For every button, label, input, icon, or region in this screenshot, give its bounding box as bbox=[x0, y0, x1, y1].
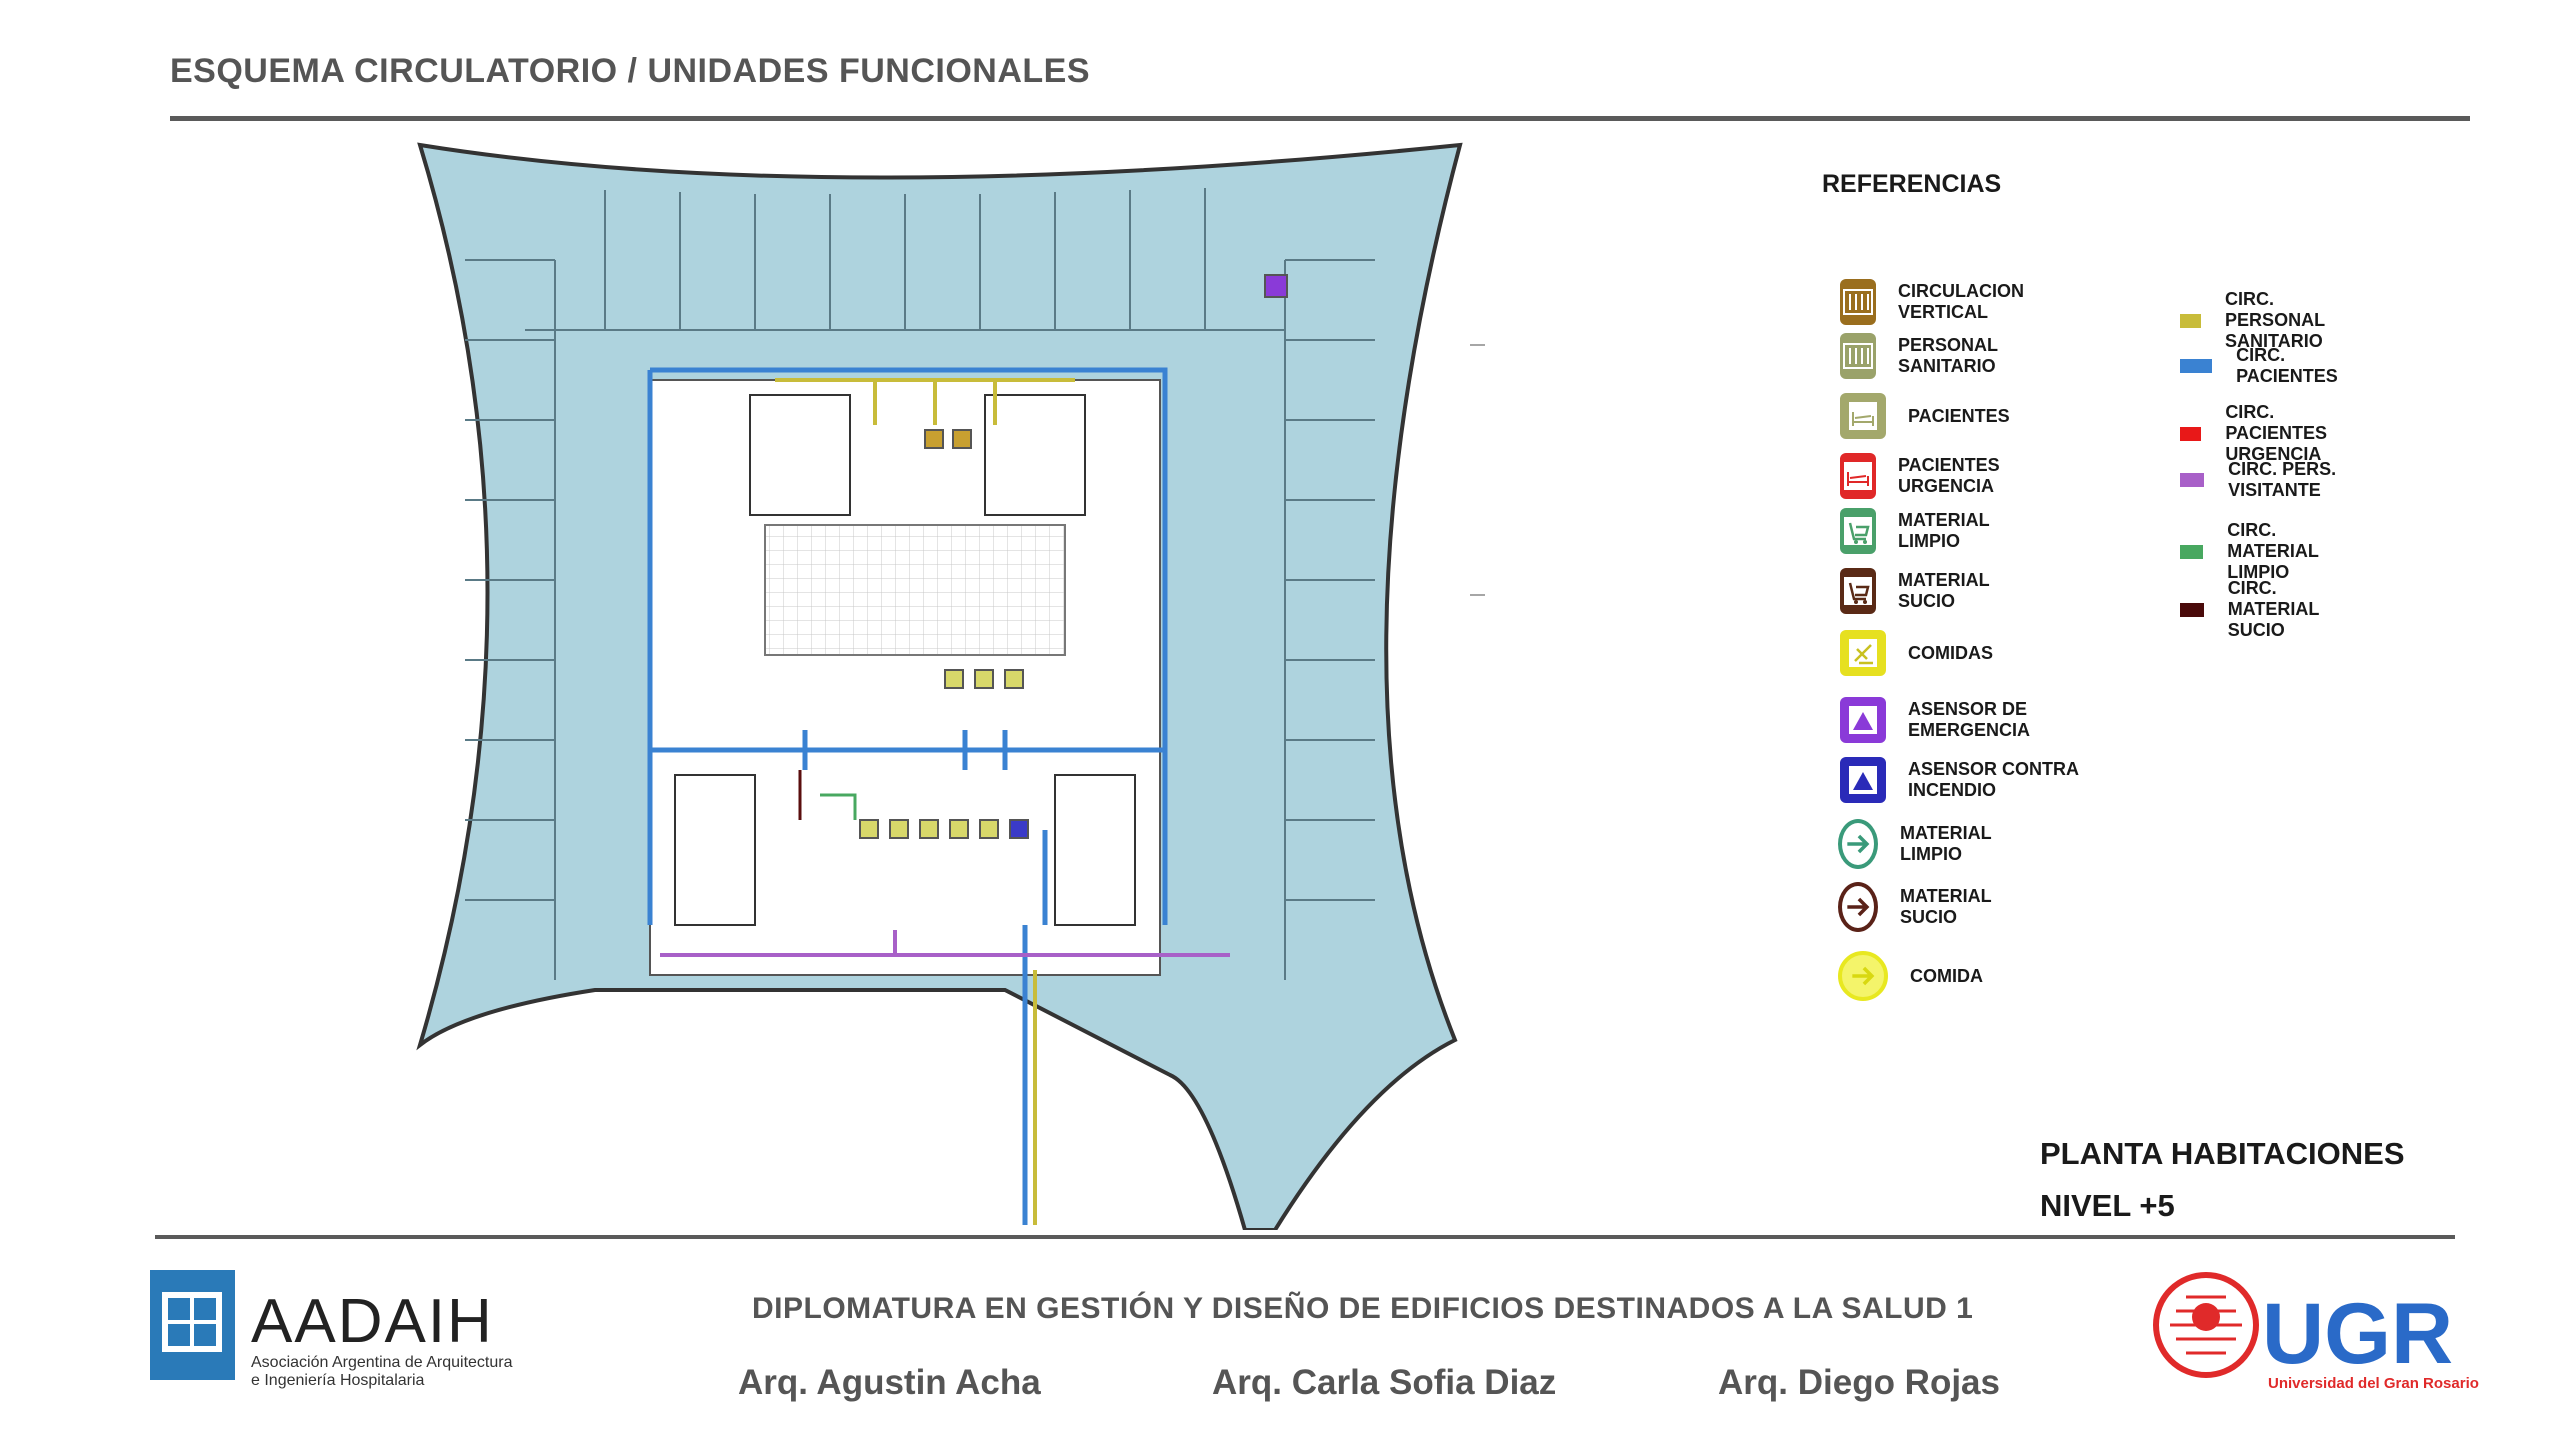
stair-north-left bbox=[749, 394, 851, 516]
legend-item-pacientes: PACIENTES bbox=[1840, 393, 2010, 439]
ugr-seal-icon bbox=[2153, 1272, 2259, 1378]
elevator-icon bbox=[1840, 697, 1886, 743]
arrow-right-icon bbox=[1838, 951, 1888, 1001]
legend-item-circ-visitante: CIRC. PERS. VISITANTE bbox=[2180, 459, 2341, 501]
legend-item-pacientes-urgencia: PACIENTES URGENCIA bbox=[1840, 453, 2010, 499]
legend-item-circ-material-limpio: CIRC. MATERIAL LIMPIO bbox=[2180, 520, 2339, 583]
legend-item-circ-material-sucio: CIRC. MATERIAL SUCIO bbox=[2180, 578, 2339, 641]
bottom-divider bbox=[155, 1235, 2455, 1239]
page-title: ESQUEMA CIRCULATORIO / UNIDADES FUNCIONA… bbox=[170, 52, 1091, 90]
legend-item-comidas: COMIDAS bbox=[1840, 630, 1993, 676]
cart-icon bbox=[1840, 508, 1876, 554]
circ-pacientes bbox=[647, 367, 1168, 1225]
legend-item-circ-pacientes: CIRC. PACIENTES bbox=[2180, 345, 2350, 387]
bed-icon bbox=[1840, 393, 1886, 439]
author-3: Arq. Diego Rojas bbox=[1718, 1363, 2000, 1402]
rooms-north bbox=[465, 188, 1375, 980]
aadaih-mark-icon bbox=[150, 1270, 235, 1380]
ugr-logo: UGR Universidad del Gran Rosario bbox=[2150, 1265, 2480, 1395]
stair-north-right bbox=[984, 394, 1086, 516]
legend-item-flow-comida: COMIDA bbox=[1838, 951, 1983, 1001]
planta-label: PLANTA HABITACIONES NIVEL +5 bbox=[2040, 1136, 2405, 1223]
food-icon bbox=[1840, 630, 1886, 676]
legend-item-circ-pacientes-urgencia: CIRC. PACIENTES URGENCIA bbox=[2180, 402, 2350, 465]
stair-south-right bbox=[1054, 774, 1136, 926]
ugr-subtitle: Universidad del Gran Rosario bbox=[2268, 1375, 2479, 1392]
bed-icon bbox=[1840, 453, 1876, 499]
course-title: DIPLOMATURA EN GESTIÓN Y DISEÑO DE EDIFI… bbox=[752, 1292, 1974, 1325]
atrium bbox=[764, 524, 1066, 656]
circ-personal-sanitario bbox=[775, 378, 1075, 1225]
legend-item-material-limpio: MATERIAL LIMPIO bbox=[1840, 508, 1999, 554]
legend-item-flow-material-sucio: MATERIAL SUCIO bbox=[1838, 882, 2001, 932]
circ-visitante bbox=[660, 930, 1230, 957]
legend-item-flow-material-limpio: MATERIAL LIMPIO bbox=[1838, 819, 2001, 869]
elevator-boxes bbox=[859, 274, 1288, 839]
legend-item-personal-sanitario: PERSONAL SANITARIO bbox=[1840, 333, 2008, 379]
legend-item-circ-personal-sanitario: CIRC. PERSONAL SANITARIO bbox=[2180, 289, 2348, 352]
arrow-right-icon bbox=[1838, 819, 1878, 869]
references-title: REFERENCIAS bbox=[1822, 170, 2002, 198]
arrow-right-icon bbox=[1838, 882, 1878, 932]
aadaih-logo: AADAIH Asociación Argentina de Arquitect… bbox=[150, 1270, 513, 1390]
legend-item-asensor-emergencia: ASENSOR DE EMERGENCIA bbox=[1840, 697, 2128, 743]
annotation-bracket bbox=[1470, 344, 1485, 596]
legend-item-material-sucio: MATERIAL SUCIO bbox=[1840, 568, 1999, 614]
elevator-icon bbox=[1840, 757, 1886, 803]
stair-icon bbox=[1840, 279, 1876, 325]
stair-icon bbox=[1840, 333, 1876, 379]
ugr-wordmark: UGR bbox=[2262, 1286, 2453, 1382]
circ-material-limpio bbox=[820, 793, 857, 820]
author-2: Arq. Carla Sofia Diaz bbox=[1212, 1363, 1557, 1402]
legend-item-circulacion-vertical: CIRCULACION VERTICAL bbox=[1840, 279, 2034, 325]
cart-icon bbox=[1840, 568, 1876, 614]
top-divider bbox=[170, 116, 2470, 121]
author-1: Arq. Agustin Acha bbox=[738, 1363, 1041, 1402]
legend-item-asensor-incendio: ASENSOR CONTRA INCENDIO bbox=[1840, 757, 2128, 803]
stair-south-left bbox=[674, 774, 756, 926]
floor-plan: Sanitarios bbox=[416, 142, 1485, 1230]
